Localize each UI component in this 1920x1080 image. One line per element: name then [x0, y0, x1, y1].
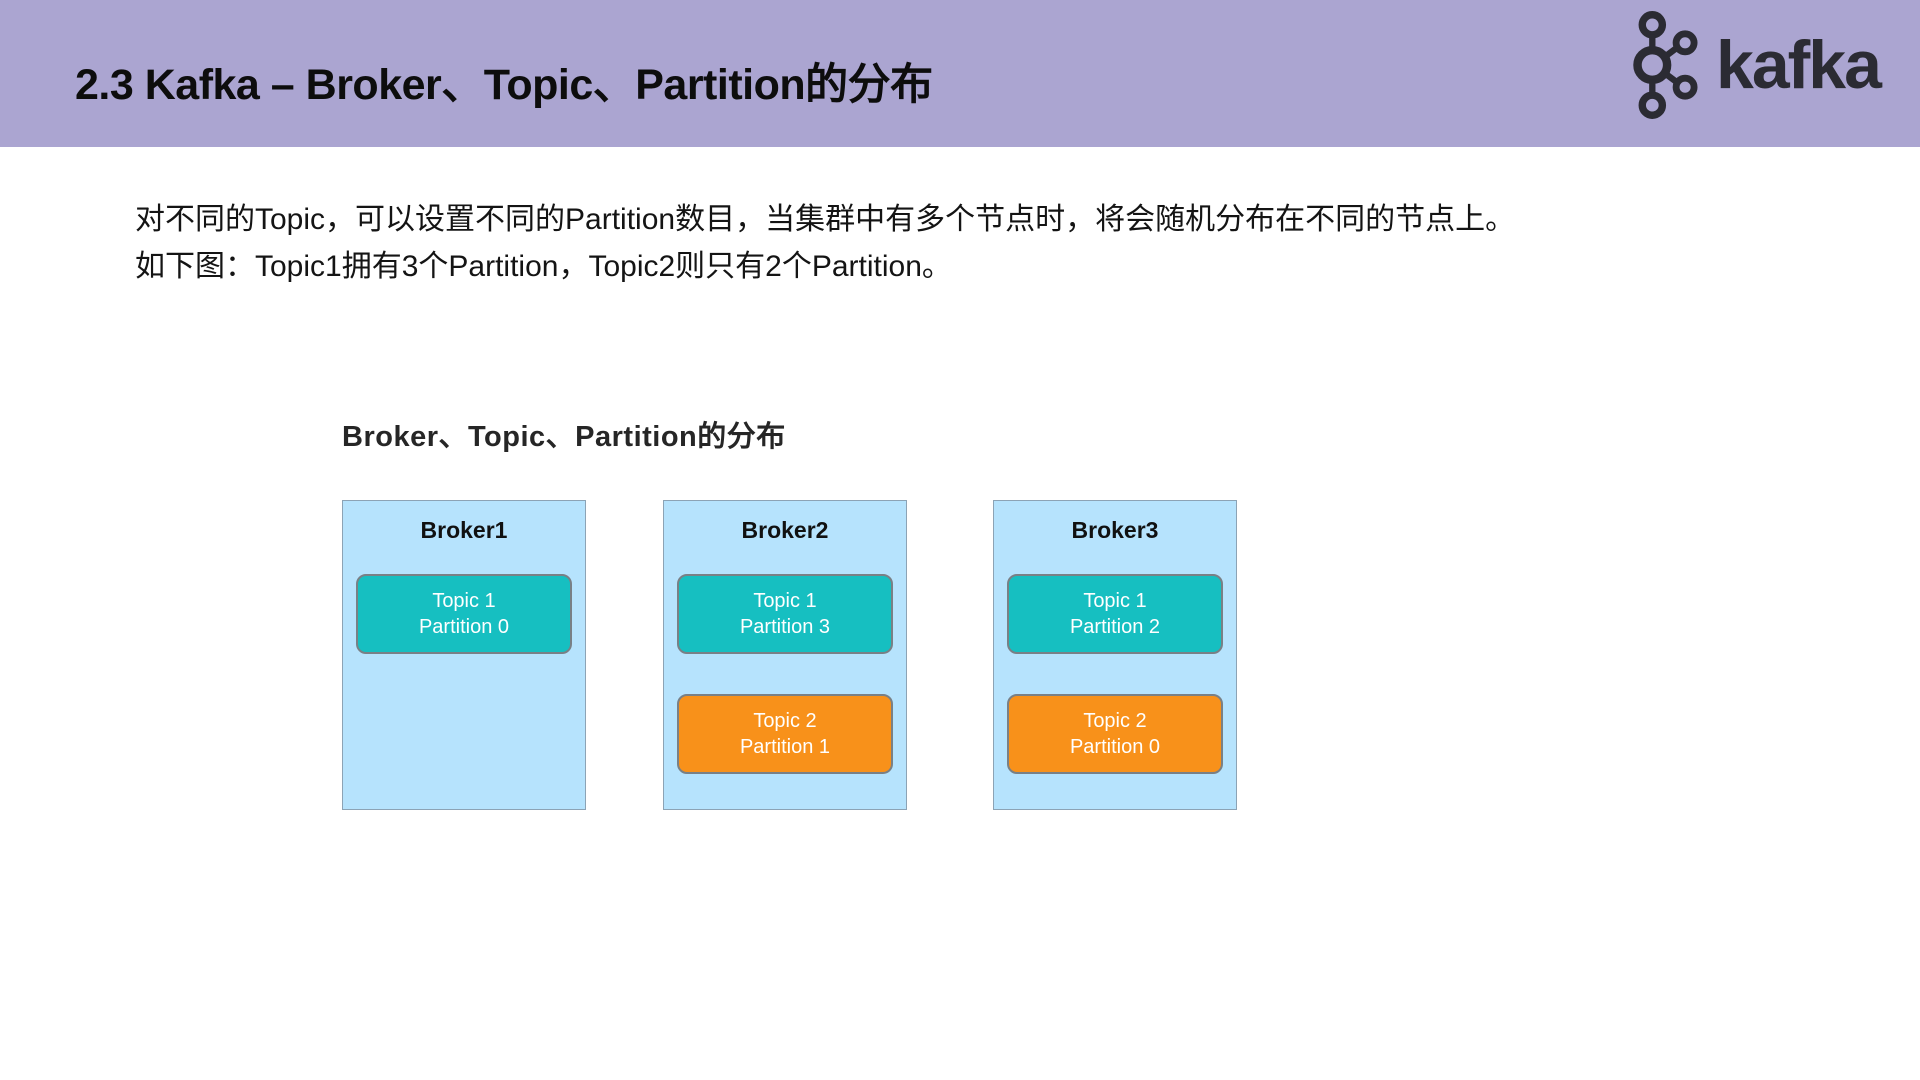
partition-number-label: Partition 3 — [739, 616, 831, 638]
slide-paragraph: 对不同的Topic，可以设置不同的Partition数目，当集群中有多个节点时，… — [135, 196, 1815, 290]
partition-topic-label: Topic 1 — [432, 590, 496, 612]
paragraph-line-1: 对不同的Topic，可以设置不同的Partition数目，当集群中有多个节点时，… — [135, 203, 1516, 236]
kafka-logo: kafka — [1630, 6, 1882, 124]
partition-topic-label: Topic 1 — [753, 590, 817, 612]
partition-topic-label: Topic 1 — [1083, 590, 1147, 612]
broker-title: Broker3 — [1071, 517, 1159, 543]
partition-box-topic1: Topic 1 Partition 0 — [356, 574, 572, 654]
partition-number-label: Partition 0 — [418, 616, 510, 638]
partition-number-label: Partition 0 — [1069, 736, 1161, 758]
partition-box-topic2: Topic 2 Partition 0 — [1007, 694, 1223, 774]
partition-topic-label: Topic 2 — [753, 710, 817, 732]
partition-box-topic2: Topic 2 Partition 1 — [677, 694, 893, 774]
partition-topic-label: Topic 2 — [1083, 710, 1147, 732]
partition-box-topic1: Topic 1 Partition 2 — [1007, 574, 1223, 654]
kafka-logo-icon — [1633, 11, 1698, 119]
paragraph-line-2: 如下图：Topic1拥有3个Partition，Topic2则只有2个Parti… — [135, 250, 952, 283]
partition-box-topic1: Topic 1 Partition 3 — [677, 574, 893, 654]
diagram-title: Broker、Topic、Partition的分布 — [342, 421, 786, 453]
slide-header: 2.3 Kafka – Broker、Topic、Partition的分布 ka… — [0, 0, 1920, 147]
kafka-logo-wordmark: kafka — [1716, 27, 1882, 103]
page-title: 2.3 Kafka – Broker、Topic、Partition的分布 — [75, 61, 933, 109]
broker-title: Broker1 — [420, 517, 508, 543]
partition-number-label: Partition 1 — [739, 736, 831, 758]
broker-title: Broker2 — [741, 517, 829, 543]
partition-number-label: Partition 2 — [1069, 616, 1161, 638]
